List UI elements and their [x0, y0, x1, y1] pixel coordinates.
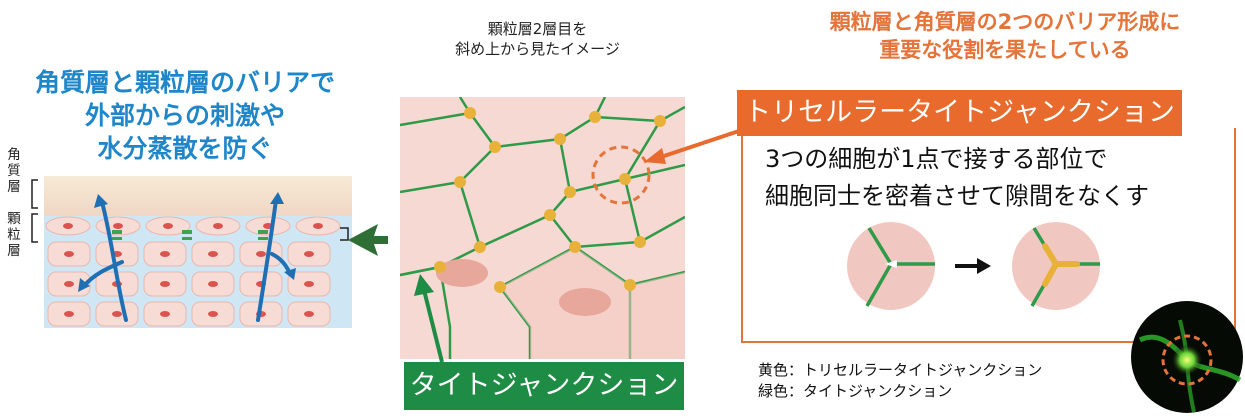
left-title-line1: 角質層と顆粒層のバリアで: [34, 68, 335, 97]
zoom-arrow-icon: [348, 224, 388, 256]
middle-caption-line2: 斜め上から見たイメージ: [455, 40, 620, 58]
skin-cross-section-illustration: [31, 176, 352, 328]
stratum-corneum-label: 角質層: [7, 147, 21, 195]
middle-caption-line1: 顆粒層2層目を: [487, 20, 588, 38]
right-header-line2: 重要な役割を果たしている: [879, 38, 1131, 62]
right-header-line1: 顆粒層と角質層の2つのバリア形成に: [829, 10, 1181, 34]
left-title-line3: 水分蒸散を防ぐ: [97, 134, 273, 163]
tricellular-junction-dots: [434, 107, 666, 293]
tricellular-label: トリセルラータイトジャンクション: [737, 90, 1182, 136]
stratum-corneum-bracket: [31, 179, 38, 209]
tight-junction-pointer-arrow-icon: [414, 274, 444, 363]
cell-sheet-illustration: [400, 97, 685, 359]
left-title: 角質層と顆粒層のバリアで 外部からの刺激や 水分蒸散を防ぐ: [0, 66, 370, 165]
gap-marker: [885, 260, 897, 268]
description-line2: 細胞同士を密着させて隙間をなくす: [765, 182, 1149, 210]
legend-yellow: 黄色：トリセルラータイトジャンクション: [758, 361, 1043, 379]
tricellular-description: 3つの細胞が1点で接する部位で 細胞同士を密着させて隙間をなくす: [765, 141, 1235, 215]
middle-caption: 顆粒層2層目を 斜め上から見たイメージ: [415, 19, 660, 59]
tricellular-pointer-arrow-icon: [644, 126, 749, 164]
junction-comparison-illustration: [847, 222, 1100, 310]
legend-green: 緑色：タイトジャンクション: [758, 382, 953, 400]
description-line1: 3つの細胞が1点で接する部位で: [765, 145, 1108, 173]
right-header: 顆粒層と角質層の2つのバリア形成に 重要な役割を果たしている: [770, 8, 1240, 64]
nucleus-right: [559, 288, 611, 316]
arrow-right-icon: [955, 258, 991, 274]
tight-junction-marks: [112, 230, 268, 240]
granular-layer-bracket: [31, 213, 38, 243]
nuclei: [63, 223, 323, 317]
right-bracket: [340, 227, 349, 241]
left-title-line2: 外部からの刺激や: [84, 101, 285, 130]
arrow-heads: [78, 192, 296, 292]
description-box: [741, 128, 1236, 343]
color-legend: 黄色：トリセルラータイトジャンクション 緑色：タイトジャンクション: [758, 360, 1042, 402]
stratum-corneum-layer: [44, 176, 352, 216]
tight-junction-label: タイトジャンクション: [404, 362, 684, 410]
granular-layer-label: 顆粒層: [7, 211, 21, 259]
fluorescence-micrograph: [1131, 301, 1243, 413]
highlight-circle: [591, 145, 651, 205]
tricellular-seal: [1042, 243, 1080, 287]
nucleus-left: [436, 259, 488, 287]
